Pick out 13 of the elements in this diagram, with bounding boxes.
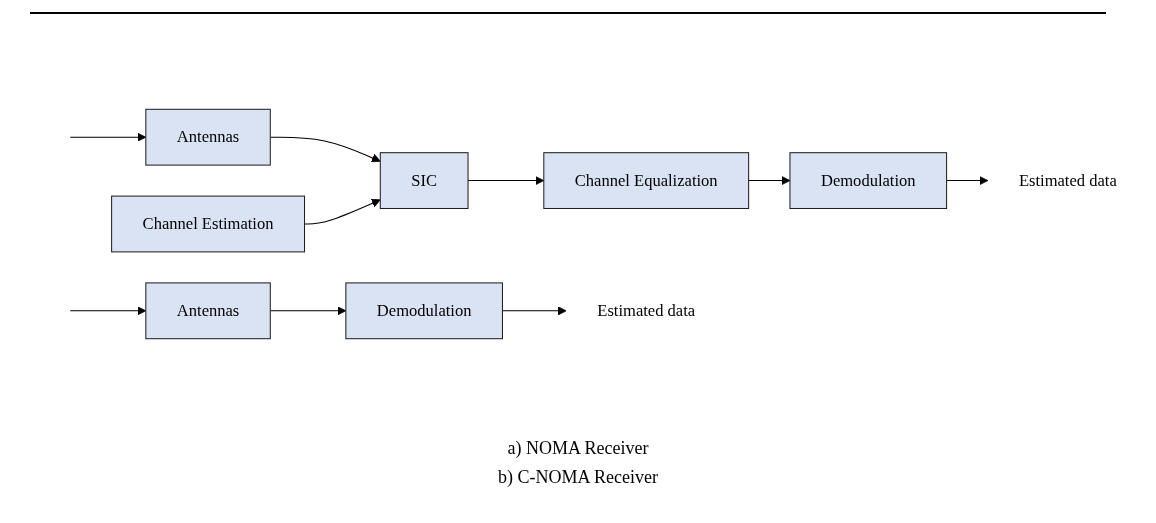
node-box: Channel Equalization	[543, 152, 750, 209]
caption: a) NOMA Receiver	[506, 438, 650, 459]
node-box: Antennas	[145, 282, 271, 340]
arrow	[946, 176, 989, 186]
caption: b) C-NOMA Receiver	[497, 467, 659, 488]
node-box: Demodulation	[345, 282, 503, 340]
node-box: SIC	[379, 152, 469, 209]
node-box: Antennas	[145, 108, 271, 166]
node-box: Channel Estimation	[111, 195, 306, 253]
node-box: Demodulation	[789, 152, 948, 209]
arrow	[304, 198, 381, 225]
node-text: Estimated data	[597, 301, 696, 320]
node-text: Estimated data	[1018, 171, 1117, 189]
